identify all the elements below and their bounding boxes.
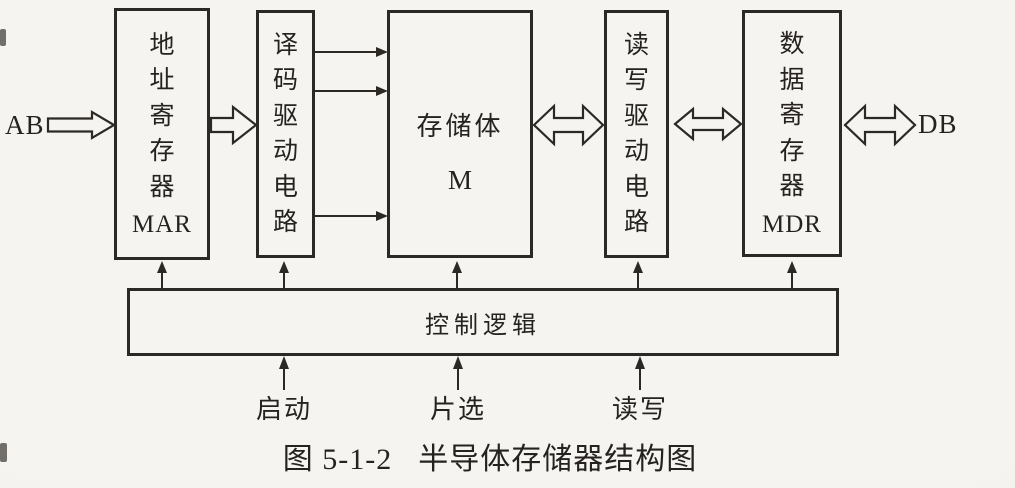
control-logic-label: 控制逻辑: [425, 312, 541, 339]
address-bus-label: AB: [5, 110, 45, 140]
figure-number: 图 5-1-2: [282, 443, 393, 476]
read-write-input-label: 读写: [611, 395, 668, 424]
read-write-driver-label: 读写驱动电路: [623, 31, 649, 237]
figure-caption: 图 5-1-2 半导体存储器结构图: [0, 434, 980, 478]
chip-select-input-arrow-icon: [453, 356, 463, 390]
control-to-rwdriver-arrow-icon: [633, 261, 643, 289]
memory-rwdriver-double-arrow-icon: [532, 103, 605, 147]
scan-artifact: [0, 443, 7, 462]
figure-title: 半导体存储器结构图: [418, 443, 698, 476]
start-input-label: 启动: [255, 395, 312, 424]
mdr-label: 数据寄存器: [779, 31, 805, 201]
block-mdr-data-register: 数据寄存器 MDR: [742, 10, 842, 257]
block-read-write-driver: 读写驱动电路: [604, 10, 669, 258]
ab-to-mar-arrow-icon: [46, 110, 117, 140]
decoder-to-memory-arrow-icon: [315, 47, 388, 57]
start-input-arrow-icon: [279, 356, 289, 390]
control-to-memory-arrow-icon: [452, 261, 462, 289]
rwdriver-mdr-double-arrow-icon: [673, 106, 743, 142]
mdr-to-db-double-arrow-icon: [843, 103, 917, 147]
block-decoder-driver: 译码驱动电路: [256, 10, 315, 258]
control-to-mar-arrow-icon: [157, 261, 167, 289]
mdr-abbr: MDR: [762, 210, 822, 238]
mar-label: 地址寄存器: [149, 31, 175, 201]
control-to-mdr-arrow-icon: [787, 261, 797, 289]
decoder-driver-label: 译码驱动电路: [272, 31, 298, 237]
scan-artifact: [0, 29, 6, 46]
control-to-decoder-arrow-icon: [279, 261, 289, 289]
chip-select-input-label: 片选: [429, 395, 486, 424]
data-bus-label: DB: [918, 109, 958, 139]
memory-bank-label: 存储体: [416, 112, 504, 141]
block-mar-address-register: 地址寄存器 MAR: [114, 8, 210, 260]
mar-abbr: MAR: [132, 211, 192, 239]
decoder-to-memory-arrow-icon: [315, 211, 388, 221]
memory-bank-abbr: M: [447, 165, 472, 195]
read-write-input-arrow-icon: [635, 356, 645, 390]
mar-to-decoder-arrow-icon: [209, 104, 258, 146]
block-control-logic: 控制逻辑: [127, 288, 839, 356]
block-memory-bank: 存储体 M: [387, 10, 533, 258]
decoder-to-memory-arrow-icon: [315, 86, 388, 96]
